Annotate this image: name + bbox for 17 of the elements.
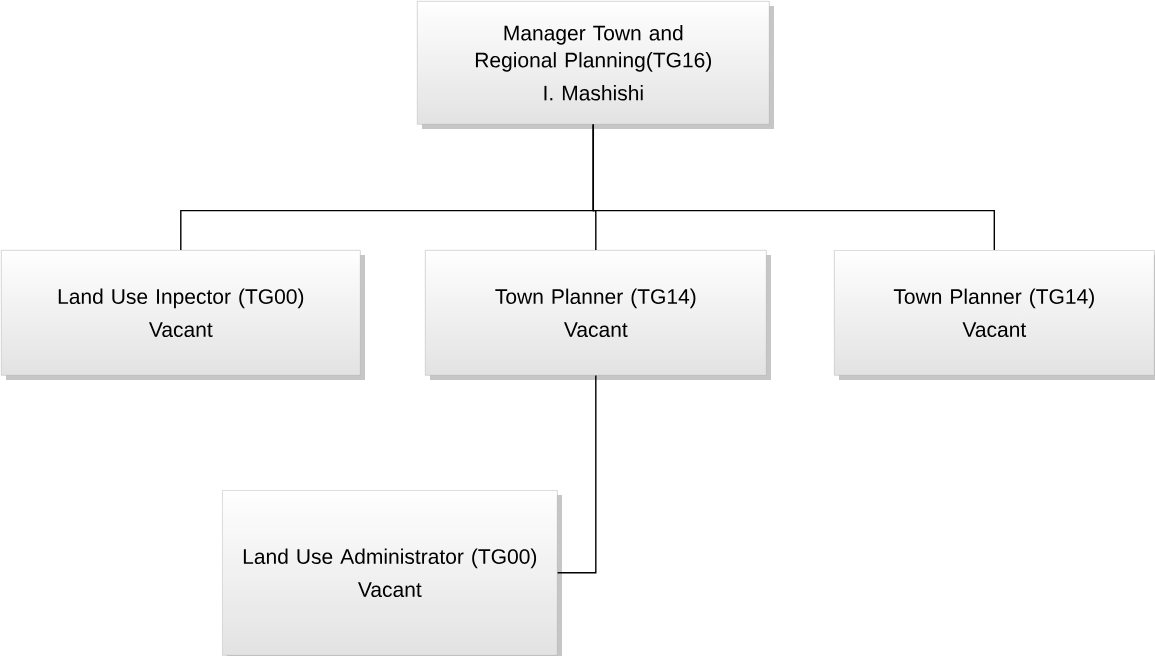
connector-line xyxy=(556,374,597,574)
role-title: Land Use Administrator (TG00) xyxy=(243,548,537,569)
role-title: Town Planner (TG14) xyxy=(893,288,1094,309)
connector-line xyxy=(592,123,995,251)
role-title: Manager Town and Regional Planning(TG16) xyxy=(475,25,711,72)
org-box xyxy=(222,490,562,656)
holder-name: Vacant xyxy=(564,322,628,337)
role-title: Land Use Inpector (TG00) xyxy=(58,288,304,309)
holder-name: Vacant xyxy=(962,322,1027,337)
org-box xyxy=(1,250,365,380)
org-box xyxy=(834,250,1155,380)
org-box xyxy=(417,1,774,129)
org-box xyxy=(425,250,771,380)
holder-name: Vacant xyxy=(358,582,422,597)
holder-name: Vacant xyxy=(149,322,213,337)
holder-name: I. Mashishi xyxy=(544,85,643,101)
role-title: Town Planner (TG14) xyxy=(495,288,696,309)
